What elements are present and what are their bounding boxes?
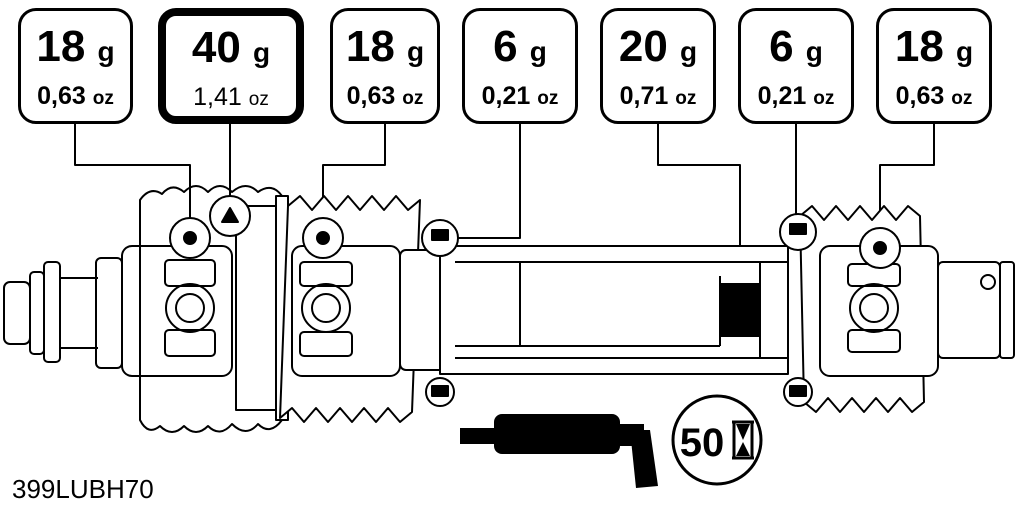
telescopic-tube	[399, 245, 789, 375]
ounces-value: 0,63	[37, 82, 86, 110]
grease-nipple-icon	[779, 213, 817, 251]
grams-unit: g	[253, 37, 271, 68]
ounces-value: 0,63	[895, 82, 945, 110]
figure-code: 399LUBH70	[12, 474, 154, 504]
hourglass-icon	[732, 420, 754, 460]
ounces-unit: oz	[813, 88, 835, 109]
grease-nipple-icon	[421, 219, 459, 257]
grease-nipple-icon	[302, 217, 344, 259]
grease-nipple-icon	[209, 195, 251, 237]
grease-nipple-icon	[783, 377, 813, 407]
grease-nipple-icon	[169, 217, 211, 259]
grams-value: 40	[191, 23, 241, 72]
grams-value: 20	[618, 22, 668, 71]
ounces-unit: oz	[951, 88, 973, 109]
ounces-unit: oz	[537, 88, 559, 109]
grease-points	[169, 195, 901, 407]
ounces-value: 1,41	[193, 83, 242, 111]
callout-guard-bearing-left: 6 g 0,21 oz	[462, 8, 578, 124]
ounces-unit: oz	[675, 88, 697, 109]
callout-joint-2: 18 g 0,63 oz	[330, 8, 440, 124]
grease-gun-icon	[460, 414, 658, 488]
grams-unit: g	[805, 36, 823, 67]
grease-nipple-icon	[425, 377, 455, 407]
ounces-value: 0,63	[346, 82, 396, 110]
left-joint	[121, 245, 233, 377]
left-stub	[3, 257, 123, 369]
grams-unit: g	[956, 36, 974, 67]
grams-unit: g	[407, 36, 425, 67]
callout-joint-3: 18 g 0,63 oz	[876, 8, 992, 124]
ounces-value: 0,21	[481, 82, 531, 110]
ounces-unit: oz	[92, 88, 114, 109]
ounces-value: 0,71	[619, 82, 669, 110]
callout-joint-center: 40 g 1,41 oz	[158, 8, 304, 124]
grams-value: 6	[493, 22, 518, 71]
interval-badge: 50	[671, 394, 763, 486]
callout-guard-bearing-right: 6 g 0,21 oz	[738, 8, 854, 124]
interval-hours: 50	[680, 421, 725, 465]
grams-value: 18	[894, 22, 944, 71]
grease-nipple-icon	[859, 227, 901, 269]
grams-unit: g	[680, 36, 698, 67]
ounces-value: 0,21	[757, 82, 807, 110]
right-joint	[799, 205, 1015, 413]
grams-unit: g	[529, 36, 547, 67]
grams-unit: g	[97, 36, 115, 67]
ounces-unit: oz	[248, 89, 269, 110]
ounces-unit: oz	[402, 88, 424, 109]
callout-joint-1: 18 g 0,63 oz	[18, 8, 133, 124]
leader-lines	[74, 124, 935, 285]
callout-tube: 20 g 0,71 oz	[600, 8, 716, 124]
grams-value: 6	[769, 22, 794, 71]
grams-value: 18	[36, 22, 86, 71]
grams-value: 18	[345, 22, 395, 71]
